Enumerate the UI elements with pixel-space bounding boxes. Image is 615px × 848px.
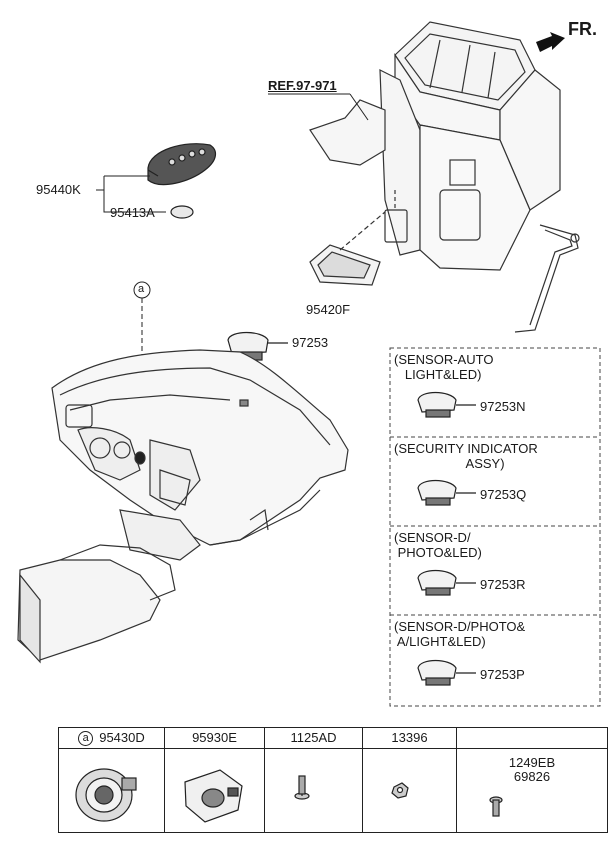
part-label-smart-key: 95440K	[36, 182, 81, 197]
front-arrow-icon	[536, 32, 565, 52]
table-header-3: 1125AD	[265, 728, 362, 749]
nut-13396-drawing	[391, 782, 409, 799]
option-sensor-1-drawing	[417, 391, 476, 418]
table-column-5: 1249EB 69826	[457, 728, 607, 832]
table-header-1: a 95430D	[59, 728, 164, 749]
reference-label: REF.97-971	[268, 78, 337, 93]
part-label-sensor: 97253	[292, 335, 329, 350]
hvac-unit-drawing	[309, 21, 580, 333]
option-1-title-line1: (SENSOR-AUTO	[394, 352, 494, 367]
table-column-3: 1125AD	[265, 728, 363, 832]
screw-1249eb-drawing	[489, 796, 503, 817]
options-frame	[389, 347, 601, 707]
option-3-title-line1: (SENSOR-D/	[394, 530, 471, 545]
option-1-part-label: 97253N	[480, 399, 526, 414]
table-header-1-label: 95430D	[99, 730, 145, 745]
option-3-title-line2: PHOTO&LED)	[394, 545, 482, 560]
module-95420f-drawing	[309, 211, 386, 286]
table-header-5	[457, 728, 607, 749]
option-4-title-line2: A/LIGHT&LED)	[394, 634, 486, 649]
front-direction-label: FR.	[568, 19, 597, 39]
ignition-switch-drawing	[75, 768, 137, 822]
table-column-1: a 95430D	[59, 728, 165, 832]
parts-table: a 95430D 95930E 1125AD 13396 1249EB 69826	[58, 727, 608, 833]
start-button-drawing	[184, 769, 243, 823]
table-header-4: 13396	[363, 728, 456, 749]
option-4-part-label: 97253P	[480, 667, 525, 682]
option-sensor-2-drawing	[417, 479, 476, 506]
dashboard-drawing	[17, 349, 349, 664]
table-col5-part-2: 69826	[513, 769, 551, 784]
table-callout-a: a	[78, 731, 94, 747]
table-column-2: 95930E	[165, 728, 265, 832]
option-2-title-line2: ASSY)	[394, 456, 505, 471]
option-4-title-line1: (SENSOR-D/PHOTO&	[394, 619, 526, 634]
part-label-module: 95420F	[306, 302, 351, 317]
table-col5-part-1: 1249EB	[508, 755, 556, 770]
callout-a-label: a	[138, 283, 145, 295]
option-2-title-line1: (SECURITY INDICATOR	[394, 441, 538, 456]
option-2-part-label: 97253Q	[480, 487, 527, 502]
table-column-4: 13396	[363, 728, 457, 832]
table-header-2: 95930E	[165, 728, 264, 749]
battery-drawing	[170, 205, 194, 219]
option-3-part-label: 97253R	[480, 577, 526, 592]
smart-key-drawing	[147, 143, 216, 186]
part-label-battery: 95413A	[110, 205, 155, 220]
bolt-1125ad-drawing	[294, 775, 310, 800]
option-sensor-3-drawing	[417, 569, 476, 596]
option-sensor-4-drawing	[417, 659, 476, 686]
option-1-title-line2: LIGHT&LED)	[394, 367, 482, 382]
